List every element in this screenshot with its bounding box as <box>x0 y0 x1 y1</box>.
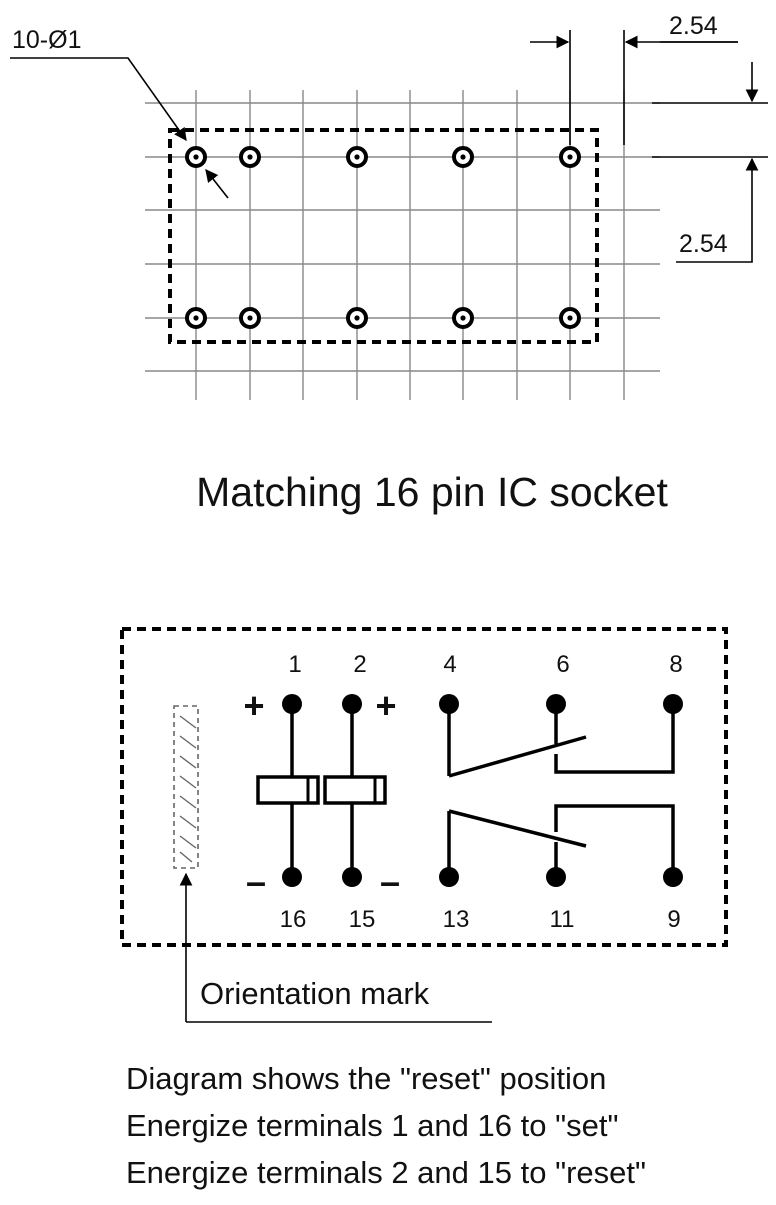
contact-set-upper <box>447 704 675 778</box>
reset-coil <box>323 704 387 877</box>
terminal-1 <box>282 694 302 714</box>
orientation-leader: Orientation mark <box>179 872 492 1023</box>
terminal-6 <box>546 694 566 714</box>
pin-number-11: 11 <box>550 906 575 933</box>
hole-pad <box>559 146 581 168</box>
contact-set-lower <box>447 804 675 877</box>
pin-number-9: 9 <box>667 906 680 933</box>
pitch-label-vertical: 2.54 <box>679 230 728 258</box>
hole-pad <box>239 307 261 329</box>
orientation-mark <box>173 705 199 869</box>
hole-pad <box>239 146 261 168</box>
footprint-caption: Matching 16 pin IC socket <box>196 469 668 515</box>
terminal-13 <box>439 867 459 887</box>
orientation-mark-label: Orientation mark <box>200 976 430 1011</box>
note-line: Energize terminals 2 and 15 to "reset" <box>126 1155 646 1190</box>
terminal-11 <box>546 867 566 887</box>
terminal-4 <box>439 694 459 714</box>
pcb-footprint: 10-Ø1 2.54 2.54 Matching 16 pin IC socke… <box>10 12 768 515</box>
relay-schematic: 1 2 4 6 8 16 15 13 11 9 + + – – <box>120 627 728 1023</box>
relay-package-outline <box>120 627 728 947</box>
set-coil <box>256 704 320 877</box>
terminal-8 <box>663 694 683 714</box>
hole-pad <box>559 307 581 329</box>
pitch-label-horizontal: 2.54 <box>669 12 718 40</box>
terminal-dots <box>282 694 683 887</box>
hole-pad <box>185 146 207 168</box>
hole-pad <box>185 307 207 329</box>
pin-number-6: 6 <box>556 651 569 678</box>
plus-sign-pin-1: + <box>243 685 264 726</box>
hole-size-label: 10-Ø1 <box>12 26 81 54</box>
hole-pad <box>452 146 474 168</box>
footprint-holes <box>185 146 581 329</box>
pin-number-8: 8 <box>669 651 682 678</box>
pin-number-15: 15 <box>349 906 376 933</box>
pin-number-2: 2 <box>353 651 366 678</box>
note-line: Energize terminals 1 and 16 to "set" <box>126 1108 618 1143</box>
hole-diameter-callout: 10-Ø1 <box>10 26 229 199</box>
hole-pad <box>346 307 368 329</box>
minus-sign-pin-15: – <box>380 861 400 902</box>
terminal-2 <box>342 694 362 714</box>
terminal-15 <box>342 867 362 887</box>
notes: Diagram shows the "reset" position Energ… <box>126 1061 646 1190</box>
minus-sign-pin-16: – <box>246 861 266 902</box>
pin-number-1: 1 <box>288 651 301 678</box>
hole-pad <box>452 307 474 329</box>
note-line: Diagram shows the "reset" position <box>126 1061 606 1096</box>
terminal-9 <box>663 867 683 887</box>
socket-outline <box>168 128 599 344</box>
hole-pad <box>346 146 368 168</box>
pin-number-4: 4 <box>443 651 456 678</box>
footprint-grid <box>145 90 660 400</box>
terminal-16 <box>282 867 302 887</box>
plus-sign-pin-2: + <box>375 685 396 726</box>
horizontal-pitch-dimension: 2.54 <box>530 12 738 145</box>
pin-number-13: 13 <box>443 906 470 933</box>
pin-number-16: 16 <box>280 906 307 933</box>
vertical-pitch-dimension: 2.54 <box>652 62 768 263</box>
